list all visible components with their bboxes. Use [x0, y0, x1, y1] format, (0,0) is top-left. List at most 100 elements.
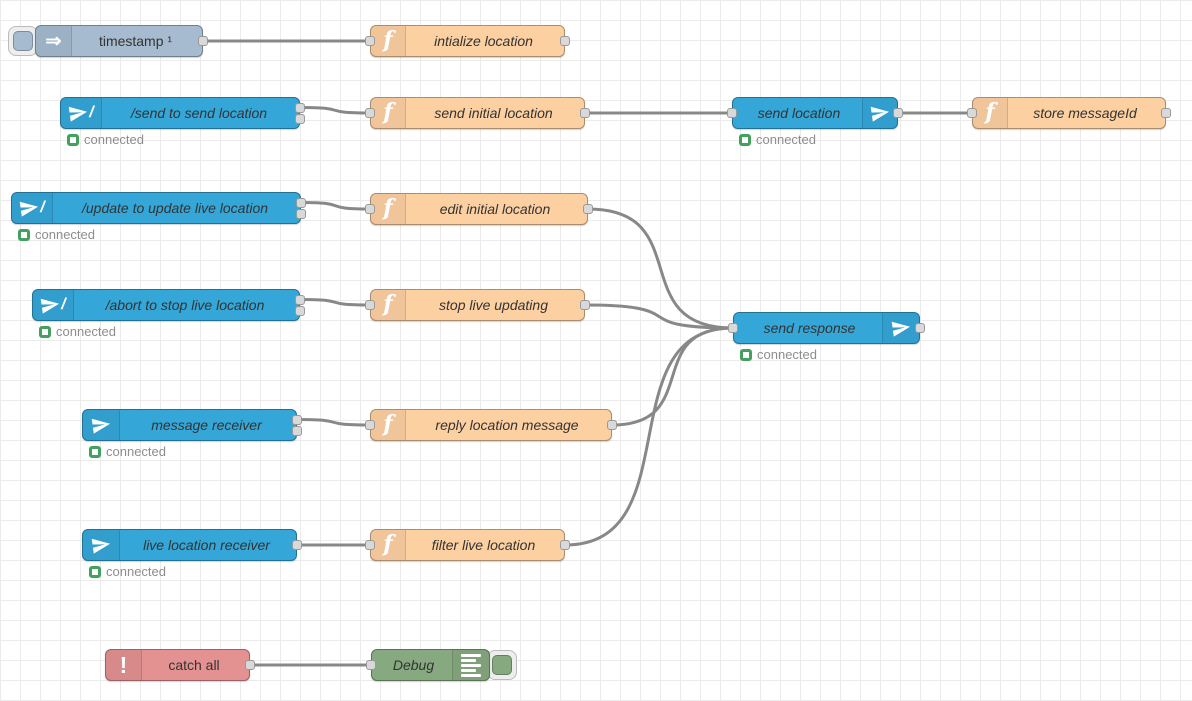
function-icon: f: [371, 98, 406, 128]
node-recv-message[interactable]: message receiver: [82, 409, 297, 441]
status-ring-icon: [39, 325, 51, 338]
wire[interactable]: [586, 207, 735, 330]
node-cmd-update[interactable]: / /update to update live location: [11, 192, 301, 224]
status-ring-icon: [739, 133, 751, 146]
node-label: intialize location: [434, 33, 533, 49]
button-inner-square: [492, 655, 512, 675]
node-label: timestamp ¹: [98, 33, 173, 49]
wire[interactable]: [298, 106, 372, 115]
node-status: connected: [18, 227, 95, 242]
node-label: filter live location: [431, 537, 536, 553]
telegram-plane-slash-icon: /: [33, 290, 74, 320]
function-icon: f: [371, 26, 406, 56]
input-port[interactable]: [365, 204, 375, 214]
node-sender-send-response[interactable]: send response: [733, 312, 920, 344]
input-port[interactable]: [365, 420, 375, 430]
function-icon: f: [371, 530, 406, 560]
output-port[interactable]: [296, 208, 306, 219]
input-port[interactable]: [728, 323, 738, 333]
output-port[interactable]: [245, 660, 255, 670]
node-status: connected: [39, 324, 116, 339]
status-text: connected: [56, 324, 116, 339]
output-port[interactable]: [1161, 108, 1171, 118]
function-icon: f: [973, 98, 1008, 128]
output-port[interactable]: [893, 108, 903, 118]
telegram-plane-slash-icon: /: [61, 98, 102, 128]
wire[interactable]: [299, 201, 372, 211]
input-port[interactable]: [366, 660, 376, 670]
node-func-filter-live-location[interactable]: f filter live location: [370, 529, 565, 561]
status-ring-icon: [89, 565, 101, 578]
node-label: send location: [757, 105, 841, 121]
wire[interactable]: [610, 326, 735, 427]
output-port[interactable]: [292, 425, 302, 436]
telegram-plane-slash-icon: /: [12, 193, 53, 223]
node-label: /abort to stop live location: [105, 297, 265, 313]
node-cmd-abort[interactable]: / /abort to stop live location: [32, 289, 300, 321]
output-port[interactable]: [295, 305, 305, 316]
wire[interactable]: [583, 303, 735, 330]
node-catch-all[interactable]: ! catch all: [105, 649, 250, 681]
input-port[interactable]: [365, 300, 375, 310]
input-port[interactable]: [967, 108, 977, 118]
output-port[interactable]: [580, 300, 590, 310]
node-func-stop-live-updating[interactable]: f stop live updating: [370, 289, 585, 321]
output-port[interactable]: [292, 414, 302, 425]
function-icon: f: [371, 290, 406, 320]
output-port[interactable]: [296, 197, 306, 208]
telegram-plane-icon: [862, 98, 897, 128]
node-label: reply location message: [435, 417, 579, 433]
status-text: connected: [106, 564, 166, 579]
output-port[interactable]: [580, 108, 590, 118]
output-port[interactable]: [292, 540, 302, 550]
node-label: /send to send location: [130, 105, 268, 121]
node-label: catch all: [168, 657, 220, 673]
input-port[interactable]: [727, 108, 737, 118]
input-port[interactable]: [365, 540, 375, 550]
node-status: connected: [67, 132, 144, 147]
function-icon: f: [371, 194, 406, 224]
node-sender-send-location[interactable]: send location: [732, 97, 898, 129]
output-port[interactable]: [560, 540, 570, 550]
wire[interactable]: [295, 418, 372, 427]
node-label: message receiver: [151, 417, 262, 433]
inject-button[interactable]: [8, 26, 38, 56]
exclamation-icon: !: [106, 650, 142, 680]
node-cmd-send[interactable]: / /send to send location: [60, 97, 300, 129]
node-inject-timestamp[interactable]: ⇒ timestamp ¹: [35, 25, 203, 57]
node-label: /update to update live location: [81, 200, 269, 216]
output-port[interactable]: [583, 204, 593, 214]
status-text: connected: [84, 132, 144, 147]
status-ring-icon: [67, 133, 79, 146]
status-text: connected: [757, 347, 817, 362]
node-status: connected: [89, 444, 166, 459]
status-ring-icon: [740, 348, 752, 361]
node-debug[interactable]: Debug: [371, 649, 490, 681]
node-label: stop live updating: [439, 297, 548, 313]
node-recv-live-location[interactable]: live location receiver: [82, 529, 297, 561]
button-inner-square: [13, 31, 33, 51]
debug-toggle-button[interactable]: [487, 650, 517, 680]
output-port[interactable]: [607, 420, 617, 430]
telegram-plane-icon: [882, 313, 919, 343]
input-port[interactable]: [365, 108, 375, 118]
output-port[interactable]: [295, 113, 305, 124]
output-port[interactable]: [295, 102, 305, 113]
input-port[interactable]: [365, 36, 375, 46]
output-port[interactable]: [198, 36, 208, 46]
status-text: connected: [35, 227, 95, 242]
status-text: connected: [756, 132, 816, 147]
wire[interactable]: [298, 298, 372, 307]
output-port[interactable]: [560, 36, 570, 46]
telegram-plane-icon: [83, 410, 120, 440]
node-func-initialize-location[interactable]: f intialize location: [370, 25, 565, 57]
inject-arrow-icon: ⇒: [36, 26, 72, 56]
output-port[interactable]: [295, 294, 305, 305]
output-port[interactable]: [915, 323, 925, 333]
status-text: connected: [106, 444, 166, 459]
